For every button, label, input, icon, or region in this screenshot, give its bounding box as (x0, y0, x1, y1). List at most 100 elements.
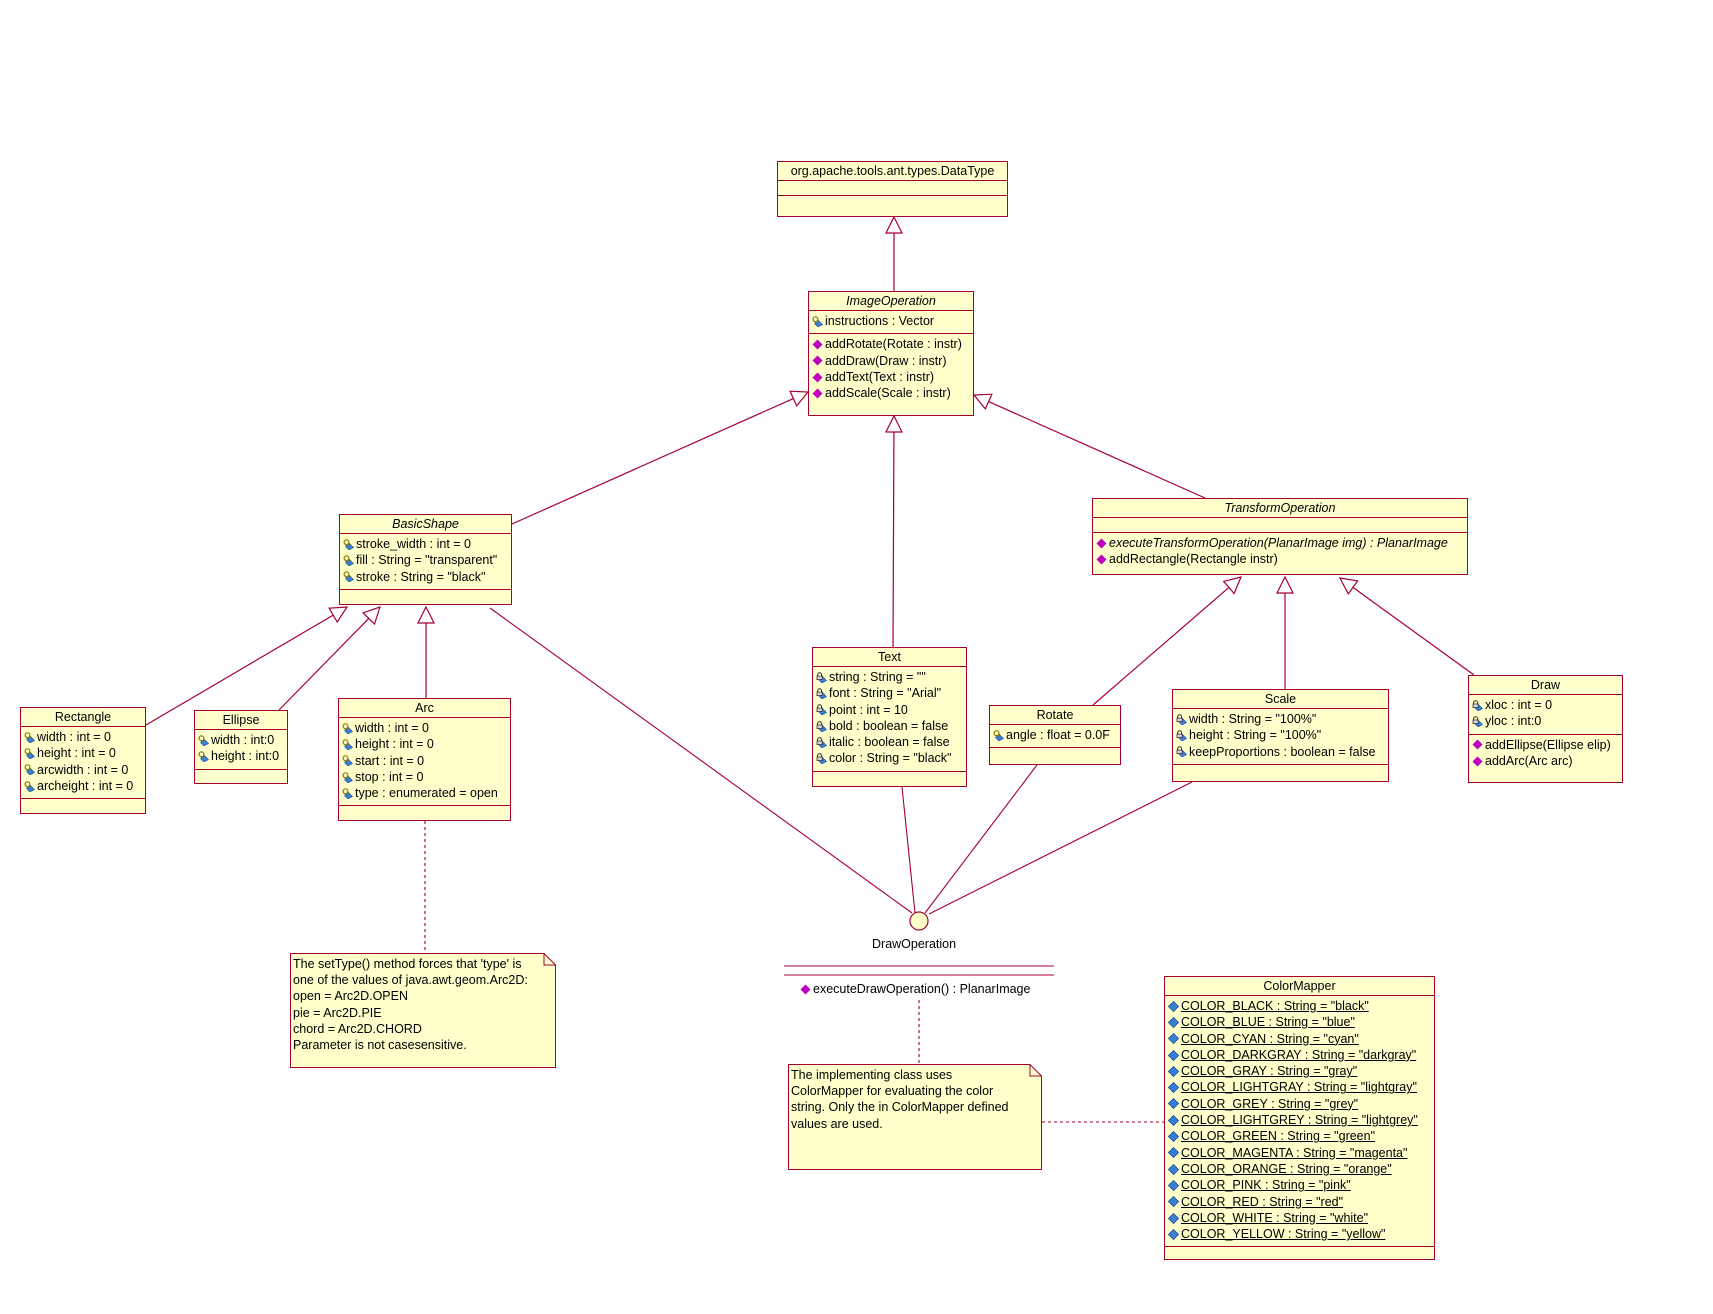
attribute-row[interactable]: bold : boolean = false (816, 718, 963, 734)
attribute-text: instructions : Vector (825, 314, 935, 328)
protected-attribute-key-icon (24, 748, 35, 759)
class-datatype[interactable]: org.apache.tools.ant.types.DataType (777, 161, 1008, 217)
attribute-text: COLOR_BLUE : String = "blue" (1181, 1015, 1355, 1030)
attribute-text: italic : boolean = false (829, 735, 950, 750)
attribute-row[interactable]: archeight : int = 0 (24, 778, 142, 794)
attribute-row[interactable]: COLOR_LIGHTGRAY : String = "lightgray" (1168, 1079, 1431, 1095)
attribute-row[interactable]: COLOR_PINK : String = "pink" (1168, 1177, 1431, 1193)
class-name: ColorMapper (1263, 979, 1336, 993)
class-name: ImageOperation (846, 294, 936, 308)
attribute-row[interactable]: arcwidth : int = 0 (24, 762, 142, 778)
attribute-row[interactable]: stop : int = 0 (342, 769, 507, 785)
attribute-row[interactable]: angle : float = 0.0F (993, 727, 1117, 743)
attribute-row[interactable]: COLOR_BLUE : String = "blue" (1168, 1014, 1431, 1030)
attribute-row[interactable]: COLOR_WHITE : String = "white" (1168, 1210, 1431, 1226)
attribute-row[interactable]: start : int = 0 (342, 753, 507, 769)
operation-row[interactable]: addRotate(Rotate : instr) (812, 336, 970, 352)
attribute-row[interactable]: color : String = "black" (816, 750, 963, 766)
realization-scale-drawoperation (928, 781, 1193, 915)
attribute-row[interactable]: COLOR_GRAY : String = "gray" (1168, 1063, 1431, 1079)
operation-row[interactable]: addEllipse(Ellipse elip) (1472, 737, 1619, 753)
public-attribute-icon (1168, 1114, 1179, 1126)
attribute-row[interactable]: font : String = "Arial" (816, 685, 963, 701)
attribute-row[interactable]: COLOR_ORANGE : String = "orange" (1168, 1161, 1431, 1177)
attribute-row[interactable]: COLOR_YELLOW : String = "yellow" (1168, 1226, 1431, 1242)
operation-icon (812, 372, 823, 383)
attribute-row[interactable]: string : String = "" (816, 669, 963, 685)
attribute-text: COLOR_GREY : String = "grey" (1181, 1096, 1359, 1111)
operation-text: addEllipse(Ellipse elip) (1485, 737, 1611, 752)
class-name: BasicShape (392, 517, 459, 531)
attribute-row[interactable]: point : int = 10 (816, 702, 963, 718)
attribute-text: COLOR_CYAN : String = "cyan" (1181, 1031, 1359, 1046)
operations-compartment (340, 588, 511, 604)
attribute-row[interactable]: width : int:0 (198, 732, 284, 748)
private-attribute-lock-icon (816, 688, 827, 699)
attribute-row[interactable]: height : int:0 (198, 748, 284, 764)
attribute-row[interactable]: xloc : int = 0 (1472, 697, 1619, 713)
attribute-text: COLOR_LIGHTGREY : String = "lightgrey" (1181, 1113, 1418, 1128)
operation-text: addScale(Scale : instr) (825, 386, 951, 401)
attribute-row[interactable]: stroke : String = "black" (343, 569, 508, 585)
protected-attribute-key-icon (342, 788, 353, 799)
attribute-text: type : enumerated = open (355, 786, 498, 801)
attribute-row[interactable]: width : int = 0 (24, 729, 142, 745)
attribute-row[interactable]: COLOR_GREEN : String = "green" (1168, 1128, 1431, 1144)
attribute-row[interactable]: COLOR_LIGHTGREY : String = "lightgrey" (1168, 1112, 1431, 1128)
attribute-row[interactable]: width : String = "100%" (1176, 711, 1385, 727)
attribute-row[interactable]: height : String = "100%" (1176, 727, 1385, 743)
interface-drawoperation-operation[interactable]: executeDrawOperation() : PlanarImage (800, 982, 1030, 996)
operation-row[interactable]: addDraw(Draw : instr) (812, 353, 970, 369)
operations-compartment (813, 770, 966, 786)
attribute-row[interactable]: stroke_width : int = 0 (343, 536, 508, 552)
attribute-row[interactable]: type : enumerated = open (342, 785, 507, 801)
attribute-row[interactable]: yloc : int:0 (1472, 713, 1619, 729)
attribute-row[interactable]: COLOR_RED : String = "red" (1168, 1194, 1431, 1210)
operation-row[interactable]: addRectangle(Rectangle instr) (1096, 551, 1464, 567)
public-attribute-icon (1168, 1196, 1179, 1208)
class-imageoperation[interactable]: ImageOperation instructions : Vector addRo… (808, 291, 974, 416)
protected-attribute-key-icon (198, 751, 209, 762)
operation-row[interactable]: addScale(Scale : instr) (812, 385, 970, 401)
attribute-row[interactable]: width : int = 0 (342, 720, 507, 736)
operation-row[interactable]: addArc(Arc arc) (1472, 753, 1619, 769)
attribute-row[interactable]: COLOR_GREY : String = "grey" (1168, 1096, 1431, 1112)
attribute-row[interactable]: COLOR_CYAN : String = "cyan" (1168, 1031, 1431, 1047)
protected-attribute-key-icon (343, 538, 354, 550)
note-line: The setType() method forces that 'type' … (293, 957, 522, 971)
attribute-text: width : int = 0 (355, 721, 429, 735)
public-attribute-icon (1168, 1147, 1179, 1159)
attribute-row[interactable]: COLOR_DARKGRAY : String = "darkgray" (1168, 1047, 1431, 1063)
attribute-text: COLOR_DARKGRAY : String = "darkgray" (1181, 1047, 1417, 1062)
attribute-row[interactable]: keepProportions : boolean = false (1176, 744, 1385, 760)
note-arc-type[interactable]: The setType() method forces that 'type' … (290, 953, 556, 1068)
operation-row[interactable]: addText(Text : instr) (812, 369, 970, 385)
attribute-text: COLOR_GRAY : String = "gray" (1181, 1064, 1358, 1079)
interface-drawoperation-name[interactable]: DrawOperation (872, 937, 957, 951)
attribute-row[interactable]: italic : boolean = false (816, 734, 963, 750)
attribute-row[interactable]: fill : String = "transparent" (343, 552, 508, 568)
protected-attribute-key-icon (343, 555, 354, 566)
attribute-row[interactable]: height : int = 0 (24, 745, 142, 761)
class-name: Ellipse (222, 713, 260, 727)
attribute-row[interactable]: height : int = 0 (342, 736, 507, 752)
attribute-row[interactable]: instructions : Vector (812, 313, 970, 329)
attribute-row[interactable]: COLOR_BLACK : String = "black" (1168, 998, 1431, 1014)
generalization-transformoperation-imageoperation-line (988, 400, 1206, 499)
operation-row[interactable]: executeTransformOperation(PlanarImage im… (1096, 535, 1464, 551)
operation-icon (1096, 538, 1107, 549)
attribute-row[interactable]: COLOR_MAGENTA : String = "magenta" (1168, 1145, 1431, 1161)
public-attribute-icon (1168, 1179, 1179, 1191)
